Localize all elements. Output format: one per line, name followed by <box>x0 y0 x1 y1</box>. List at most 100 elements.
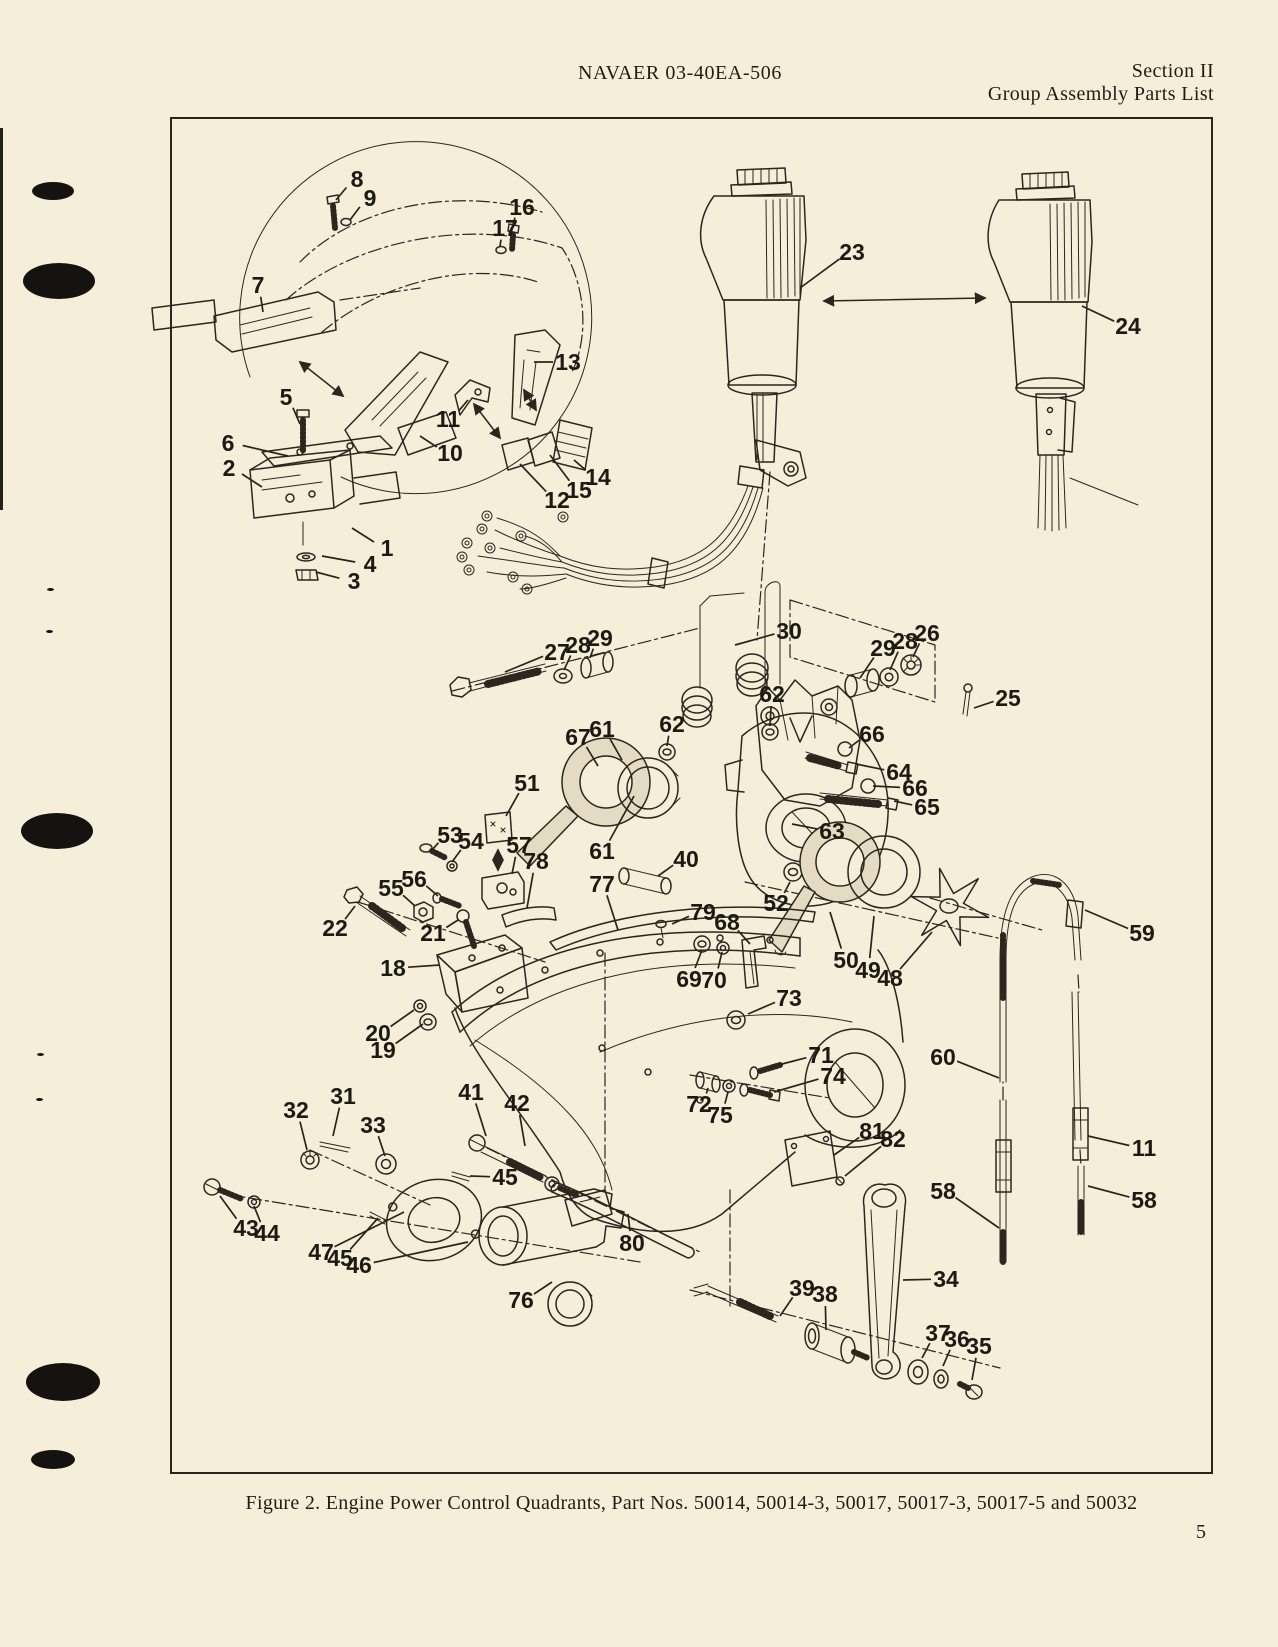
screw-71 <box>749 1062 783 1080</box>
part-number-callout: 63 <box>819 818 845 844</box>
nut-20-washer-19 <box>413 999 437 1031</box>
callout-leader-line <box>971 1357 977 1381</box>
callout-leader-line <box>402 894 416 907</box>
part-number-callout: 45 <box>492 1164 518 1190</box>
callout-leader-line <box>499 239 502 247</box>
angle-bracket-68 <box>741 935 767 989</box>
rod-end-39 <box>693 1283 779 1323</box>
washer-28-right <box>879 667 899 687</box>
part-number-callout: 80 <box>619 1230 645 1256</box>
callout-leader-line <box>589 648 595 659</box>
callout-leader-line <box>549 454 571 482</box>
clip-51 <box>484 811 513 844</box>
ring-76 <box>547 1281 593 1327</box>
page-number: 5 <box>1196 1521 1206 1543</box>
callout-leader-line <box>833 1136 860 1156</box>
part-number-callout: 45 <box>327 1245 353 1271</box>
callout-leader-line <box>773 1078 819 1093</box>
callout-leader-line <box>526 872 535 909</box>
callout-leader-line <box>942 1349 951 1367</box>
part-number-callout: 28 <box>892 628 918 654</box>
part-number-callout: 70 <box>701 967 727 993</box>
screw-79 <box>655 919 667 939</box>
grip-swap-arrow <box>822 292 987 307</box>
part-number-callout: 11 <box>436 406 461 432</box>
binder-hole-mark <box>36 1098 43 1101</box>
callout-leader-line <box>512 217 516 225</box>
nut-62-left <box>658 743 676 761</box>
binder-hole-mark <box>37 1053 44 1056</box>
callout-leader-line <box>344 905 356 920</box>
wire-harness <box>456 485 764 595</box>
document-number: NAVAER 03-40EA-506 <box>578 62 782 84</box>
part-number-callout: 54 <box>458 828 484 854</box>
quadrant-arc-band <box>451 931 801 1047</box>
callout-leader-line <box>573 459 587 471</box>
part-number-callout: 57 <box>506 832 532 858</box>
binder-hole-mark <box>47 588 54 591</box>
binder-hole-mark <box>31 1450 75 1469</box>
part-number-callout: 1 <box>381 535 394 561</box>
part-number-callout: 42 <box>504 1090 530 1116</box>
part-number-callout: 62 <box>659 711 685 737</box>
part-number-callout: 61 <box>589 838 615 864</box>
callout-leader-line <box>351 527 375 543</box>
part-number-callout: 26 <box>914 620 940 646</box>
screw-43-washer-44 <box>203 1178 261 1209</box>
part-number-callout: 47 <box>308 1239 334 1265</box>
inset-bracket-assembly-1-2-6 <box>249 435 401 546</box>
part-number-callout: 53 <box>437 822 463 848</box>
part-number-callout: 65 <box>914 794 940 820</box>
pin-31 <box>319 1141 351 1153</box>
star-wheel-48 <box>910 867 990 947</box>
bolt-22 <box>343 886 411 937</box>
callout-leader-line <box>912 643 921 658</box>
callout-leader-line <box>474 1103 487 1137</box>
part-number-callout: 72 <box>686 1091 712 1117</box>
part-number-callout: 32 <box>283 1097 309 1123</box>
part-number-callout: 44 <box>254 1220 280 1246</box>
part-number-callout: 5 <box>280 384 293 410</box>
part-number-callout: 48 <box>877 965 903 991</box>
inset-serrated-plate-14 <box>552 419 593 471</box>
washer-37 <box>907 1359 929 1385</box>
binder-hole-mark <box>26 1363 100 1401</box>
part-number-callout: 76 <box>508 1287 534 1313</box>
inset-screw-5 <box>296 409 310 455</box>
callout-leader-line <box>349 1217 379 1250</box>
inset-lever-7 <box>151 291 337 353</box>
part-number-callout: 55 <box>378 875 404 901</box>
callout-leader-line <box>241 473 263 488</box>
washer-28-left <box>553 668 573 684</box>
callout-leader-line <box>657 864 674 877</box>
part-number-callout: 3 <box>348 568 361 594</box>
washer-36 <box>933 1369 949 1389</box>
callout-leader-line <box>872 785 901 789</box>
inset-direction-arrows <box>298 360 537 440</box>
callout-leader-line <box>407 964 441 969</box>
part-number-callout: 78 <box>523 848 549 874</box>
callout-leader-line <box>373 1241 469 1264</box>
part-number-callout: 20 <box>365 1020 391 1046</box>
inset-lever-10 <box>344 351 457 456</box>
callout-leader-line <box>519 463 547 493</box>
part-number-callout: 59 <box>1129 920 1155 946</box>
callout-leader-line <box>332 1107 341 1137</box>
part-number-callout: 82 <box>880 1126 906 1152</box>
part-number-callout: 29 <box>870 635 896 661</box>
inset-screw-8-nut-9 <box>326 194 352 231</box>
callout-leader-line <box>335 186 348 201</box>
callout-leader-line <box>705 1087 709 1094</box>
part-number-callout: 74 <box>820 1063 846 1089</box>
callout-leader-line <box>504 655 544 673</box>
part-number-callout: 77 <box>589 871 615 897</box>
part-number-callout: 43 <box>233 1215 259 1241</box>
part-number-callout: 69 <box>676 966 702 992</box>
binder-hole-mark <box>46 630 53 633</box>
sector-plate-67 <box>516 737 651 867</box>
callout-leader-line <box>829 911 843 949</box>
callout-leader-line <box>242 444 289 457</box>
callout-leader-line <box>781 1056 807 1065</box>
